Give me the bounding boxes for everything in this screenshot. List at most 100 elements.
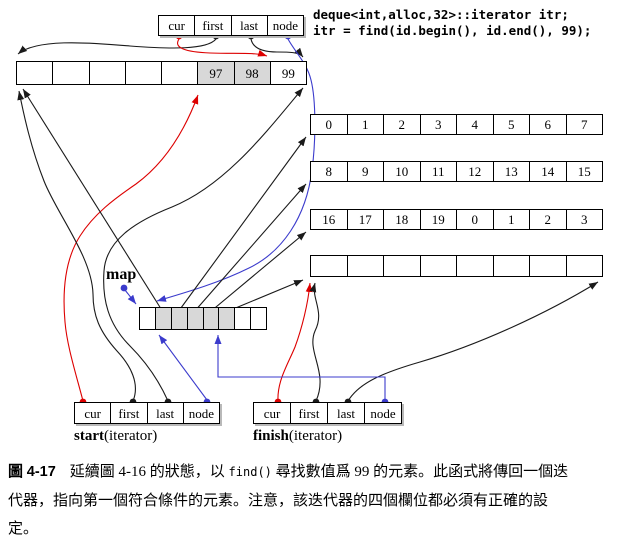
map-label: map [106, 266, 137, 283]
buffer2-cell-2: 2 [383, 115, 420, 134]
buffer3-cell-10: 10 [383, 162, 420, 181]
buffer3-cell-8: 8 [325, 164, 333, 179]
buffer3-cell-9: 9 [346, 162, 384, 181]
buffer4-cell-0: 0 [456, 210, 493, 229]
code-line-2: itr = find(id.begin(), id.end(), 99); [313, 23, 592, 38]
start-label-bold: start [74, 428, 104, 444]
finish-label-bold: finish [253, 428, 289, 444]
buffer4-cell-17: 17 [346, 210, 384, 229]
buffer5-cell-5 [492, 256, 530, 276]
buffer4-cell-1: 1 [492, 210, 530, 229]
buffer3-cell-13: 13 [492, 162, 530, 181]
buffer3-cell-11: 11 [419, 162, 457, 181]
arrow-finish-first-to-buffer5-left [309, 282, 321, 402]
itr-field-first: first [194, 16, 230, 35]
map-cell-7 [250, 308, 266, 329]
buffer2-cell-5: 5 [492, 115, 530, 134]
buffer1-cell-3 [124, 62, 161, 84]
arrow-map-node2-to-buffer2 [177, 136, 307, 313]
arrow-itr-last-to-buffer1-right [250, 38, 304, 58]
arrow-itr-cur-to-element-99 [177, 38, 268, 57]
buffer4-cell-16: 16 [322, 212, 336, 227]
caption-text-1: 延續圖 4-16 的狀態，以 [69, 464, 229, 480]
buffer2-cell-0: 0 [325, 117, 333, 132]
figure-caption: 圖 4-17 延續圖 4-16 的狀態，以 find() 尋找數值爲 99 的元素… [8, 458, 576, 544]
buffer5-cell-3 [419, 256, 457, 276]
buffer2-cell-7: 7 [565, 115, 603, 134]
finish-label: finish(iterator) [253, 428, 342, 445]
buffer2-cell-4: 4 [456, 115, 493, 134]
finish-field-last: last [327, 403, 364, 423]
map-cell-6 [234, 308, 250, 329]
map-cell-4 [202, 308, 219, 329]
buffer5-cell-0 [311, 256, 347, 276]
start-field-first: first [110, 403, 146, 423]
map-cell-2 [170, 308, 187, 329]
itr-field-cur: cur [168, 18, 185, 33]
buffer2-cell-1: 1 [346, 115, 384, 134]
map-cell-3 [186, 308, 203, 329]
caption-code-find: find() [228, 465, 272, 479]
map-cell-0 [140, 308, 155, 329]
arrow-finish-node-to-map-cell6 [214, 335, 386, 400]
buffer1-cell-1 [52, 62, 88, 84]
arrow-start-node-to-map-cell2 [158, 334, 208, 401]
buffer1-cell-0 [17, 62, 52, 84]
buffer5-cell-4 [456, 256, 493, 276]
arrow-map-node3-to-buffer3 [193, 183, 307, 313]
buffer5-cell-6 [529, 256, 566, 276]
arrow-start-last-to-buffer1-right [103, 87, 304, 402]
buffer4-cell-3: 3 [565, 210, 603, 229]
buffer1-cell-98: 98 [233, 62, 270, 84]
arrow-itr-first-to-buffer1-left [17, 38, 217, 55]
map-label-dot [120, 284, 128, 292]
buffer2-cell-6: 6 [529, 115, 566, 134]
start-label: start(iterator) [74, 428, 157, 445]
map-cell-5 [218, 308, 235, 329]
start-field-cur: cur [84, 405, 101, 421]
code-snippet: deque<int,alloc,32>::iterator itr; itr =… [313, 7, 591, 39]
figure-number: 圖 4-17 [8, 464, 56, 480]
deque-buffer-5 [310, 255, 603, 277]
itr-field-last: last [230, 16, 267, 35]
buffer1-cell-4 [161, 62, 197, 84]
buffer3-cell-14: 14 [529, 162, 566, 181]
finish-field-cur: cur [263, 405, 281, 421]
arrow-map-node4-to-buffer4 [209, 231, 307, 313]
finish-field-node: node [364, 403, 401, 423]
arrow-start-cur-to-element-97 [63, 94, 199, 402]
start-label-rest: (iterator) [104, 428, 158, 444]
arrow-start-first-to-buffer1-left [17, 90, 136, 402]
buffer3-cell-12: 12 [456, 162, 493, 181]
buffer4-cell-2: 2 [529, 210, 566, 229]
buffer4-cell-18: 18 [383, 210, 420, 229]
arrow-finish-cur-to-buffer5-left [277, 282, 313, 402]
map-array [139, 307, 267, 330]
buffer1-cell-97: 97 [197, 62, 234, 84]
finish-label-rest: (iterator) [288, 428, 343, 444]
buffer4-cell-19: 19 [419, 210, 457, 229]
buffer5-cell-1 [346, 256, 384, 276]
buffer5-cell-2 [383, 256, 420, 276]
arrow-map-node1-to-buffer1 [22, 88, 164, 313]
arrow-finish-last-to-buffer5-right [347, 281, 599, 402]
buffer5-cell-7 [565, 256, 603, 276]
map-cell-1 [154, 308, 171, 329]
buffer1-cell-2 [88, 62, 125, 84]
buffer2-cell-3: 3 [419, 115, 457, 134]
buffer1-cell-99: 99 [269, 62, 306, 84]
start-field-node: node [182, 403, 219, 423]
caption-text-2: 尋找數值爲 99 的元素。此函式將傳回一個迭代器，指向第一個符合條件的元素。注意… [8, 464, 569, 538]
itr-field-node: node [266, 16, 303, 35]
arrow-map-label-to-map [124, 289, 137, 305]
buffer3-cell-15: 15 [565, 162, 603, 181]
code-line-1: deque<int,alloc,32>::iterator itr; [313, 7, 569, 22]
